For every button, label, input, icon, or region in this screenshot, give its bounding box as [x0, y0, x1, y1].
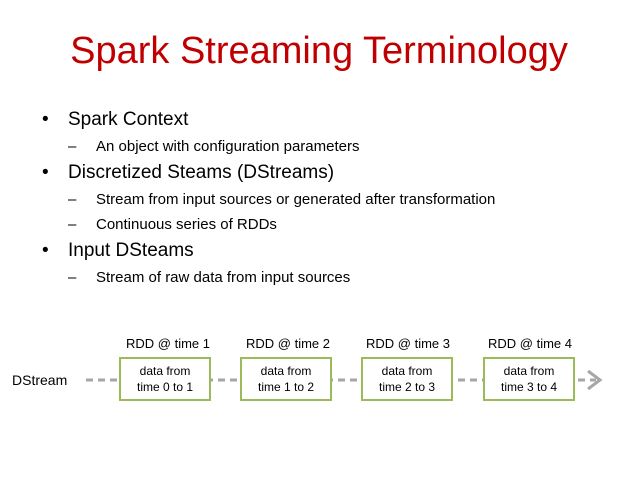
- rdd-box-line: data from: [381, 364, 433, 378]
- rdd-box: data from time 2 to 3: [361, 357, 453, 401]
- rdd-box-line: time 2 to 3: [378, 380, 436, 394]
- sub-bullet-text: Continuous series of RDDs: [96, 216, 277, 233]
- dash-icon: –: [68, 138, 77, 155]
- rdd-box-line: time 3 to 4: [500, 380, 558, 394]
- sub-bullet: – Stream of raw data from input sources: [40, 268, 630, 288]
- sub-bullet: – Stream from input sources or generated…: [40, 190, 630, 210]
- sub-bullet-text: Stream from input sources or generated a…: [96, 191, 496, 208]
- rdd-box: data from time 0 to 1: [119, 357, 211, 401]
- rdd-box: data from time 1 to 2: [240, 357, 332, 401]
- bullet-list: • Spark Context – An object with configu…: [40, 104, 630, 288]
- bullet-text: Spark Context: [68, 109, 189, 130]
- rdd-time-label: RDD @ time 2: [246, 336, 330, 351]
- slide-title: Spark Streaming Terminology: [70, 30, 568, 72]
- rdd-box-line: data from: [503, 364, 555, 378]
- dstream-label: DStream: [12, 372, 68, 388]
- sub-bullet-text: An object with configuration parameters: [96, 138, 360, 155]
- bullet-dot-icon: •: [42, 109, 49, 130]
- bullet-dot-icon: •: [42, 240, 49, 261]
- rdd-time-label: RDD @ time 1: [126, 336, 210, 351]
- bullet-dstreams: • Discretized Steams (DStreams): [40, 161, 630, 185]
- dash-icon: –: [68, 191, 77, 208]
- bullet-text: Input DSteams: [68, 240, 194, 261]
- sub-bullet: – Continuous series of RDDs: [40, 215, 630, 235]
- rdd-box-line: time 0 to 1: [136, 380, 194, 394]
- rdd-box-line: time 1 to 2: [257, 380, 315, 394]
- dash-icon: –: [68, 216, 77, 233]
- bullet-spark-context: • Spark Context: [40, 108, 630, 132]
- dash-icon: –: [68, 269, 77, 286]
- bullet-input-dstreams: • Input DSteams: [40, 239, 630, 263]
- sub-bullet-text: Stream of raw data from input sources: [96, 269, 351, 286]
- bullet-text: Discretized Steams (DStreams): [68, 162, 335, 183]
- bullet-dot-icon: •: [42, 162, 49, 183]
- rdd-box-line: data from: [139, 364, 191, 378]
- rdd-time-label: RDD @ time 4: [488, 336, 572, 351]
- arrowhead-icon: [587, 369, 603, 391]
- sub-bullet: – An object with configuration parameter…: [40, 137, 630, 157]
- rdd-time-label: RDD @ time 3: [366, 336, 450, 351]
- rdd-box-line: data from: [260, 364, 312, 378]
- rdd-box: data from time 3 to 4: [483, 357, 575, 401]
